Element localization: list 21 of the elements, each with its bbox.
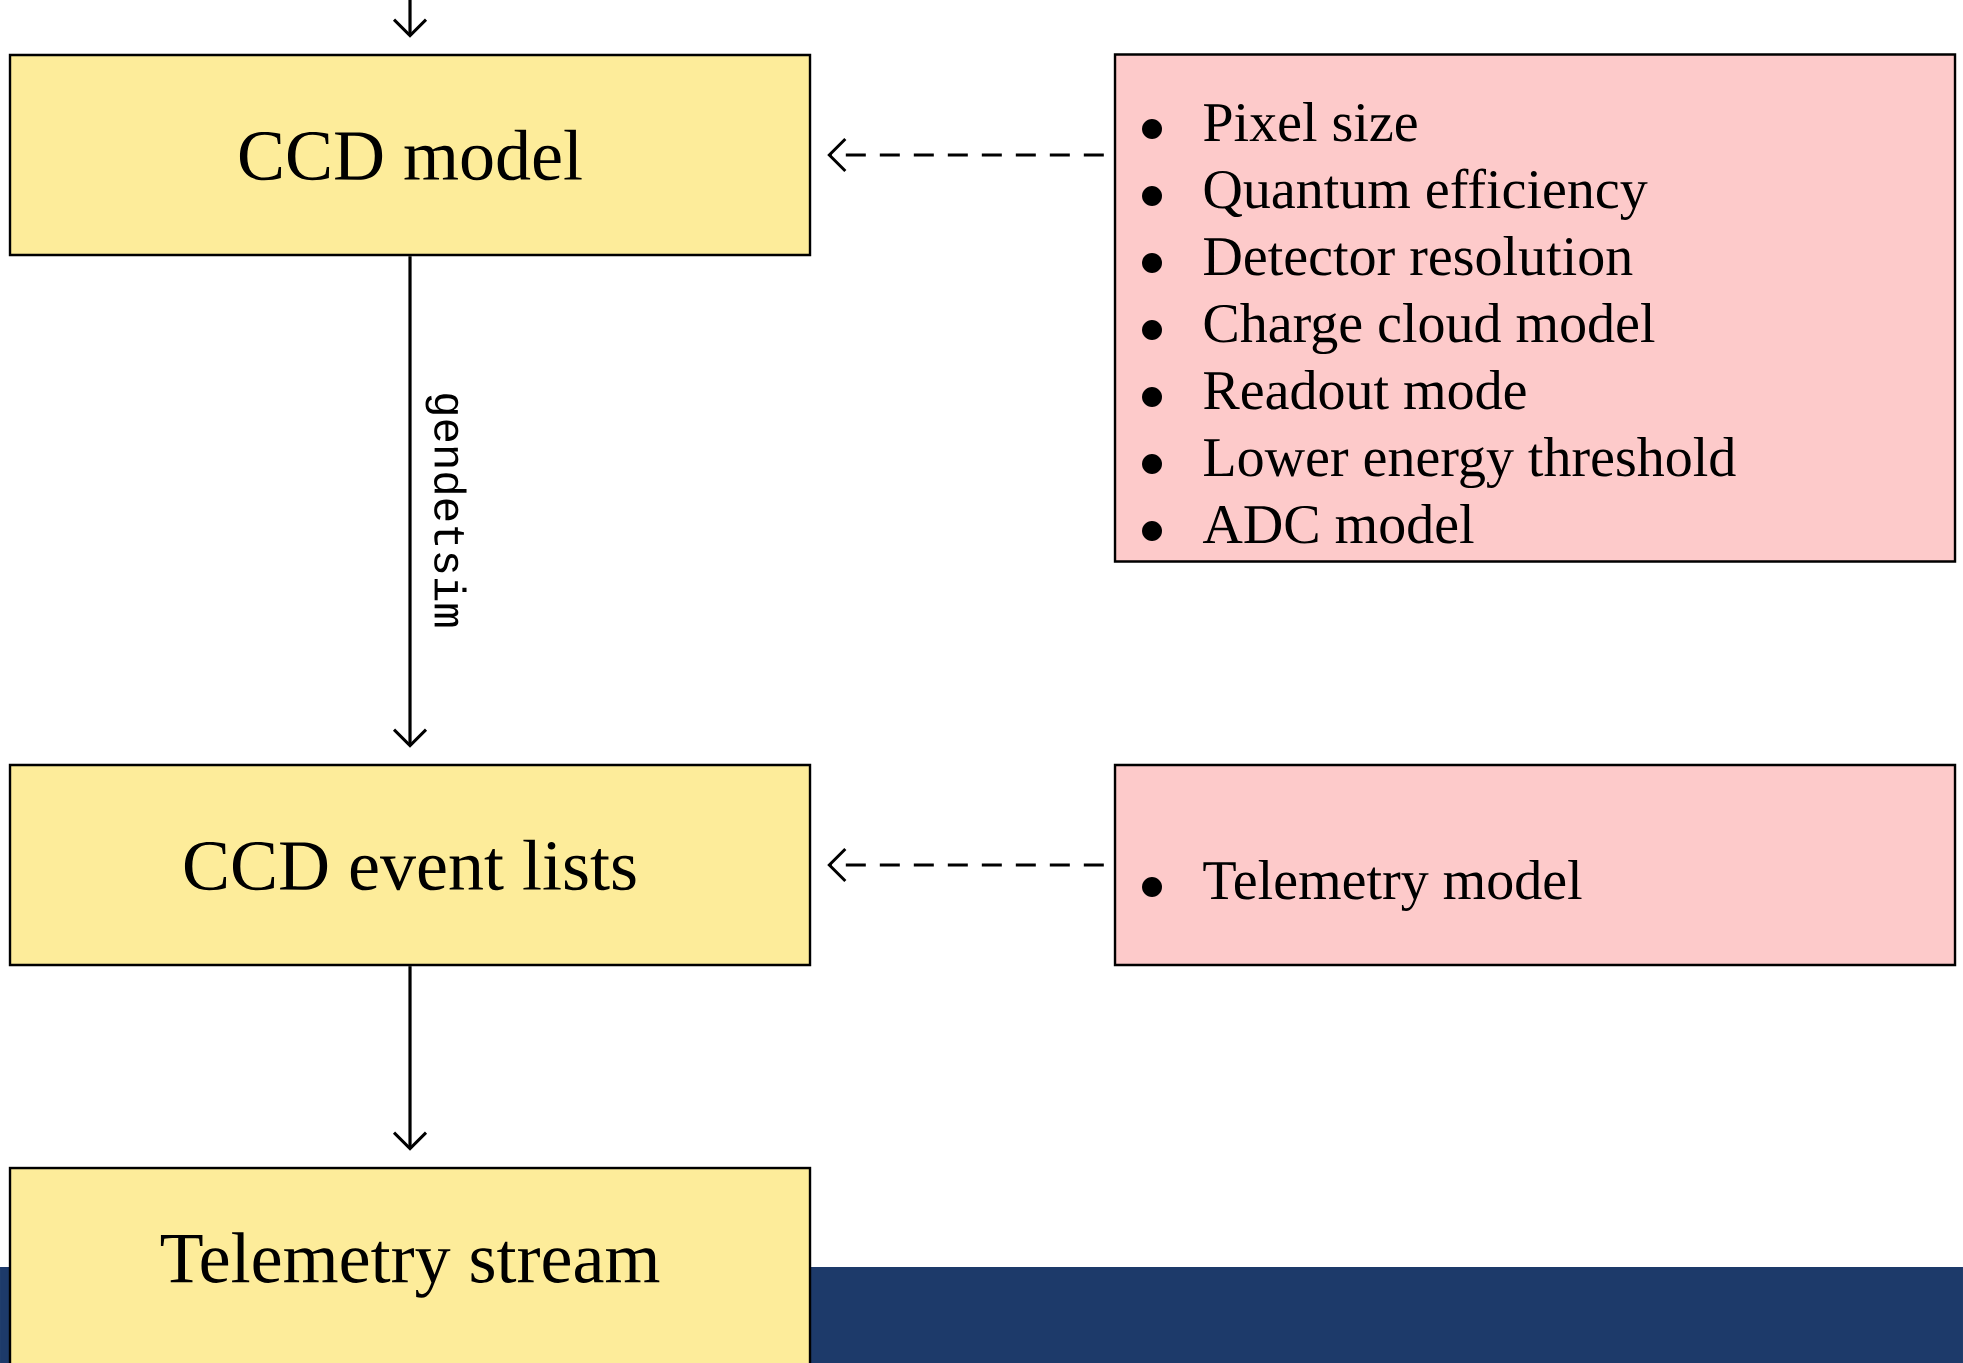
list-item: Telemetry model xyxy=(1203,860,1582,912)
edge-label: gendetsim xyxy=(425,394,467,627)
list-item: Quantum efficiency xyxy=(1204,168,1648,221)
list-item: Pixel size xyxy=(1204,102,1417,142)
arrow xyxy=(392,256,428,748)
arrow xyxy=(827,137,1104,173)
parameter-box xyxy=(1113,763,1957,967)
list-item: Readout mode xyxy=(1204,370,1526,410)
process-box xyxy=(8,53,812,257)
list-item: Charge cloud model xyxy=(1204,303,1655,355)
process-box xyxy=(8,763,812,967)
list-item: Detector resolution xyxy=(1204,236,1633,276)
box-label: CCD model xyxy=(239,129,582,181)
box-label: Telemetry stream xyxy=(160,1232,660,1298)
box-label: CCD event lists xyxy=(184,839,636,891)
process-box xyxy=(8,1166,812,1363)
arrow xyxy=(827,847,1104,883)
list-item: ADC model xyxy=(1202,504,1474,544)
parameter-box xyxy=(1113,53,1957,563)
list-item: Lower energy threshold xyxy=(1204,437,1736,489)
arrow xyxy=(392,966,428,1151)
